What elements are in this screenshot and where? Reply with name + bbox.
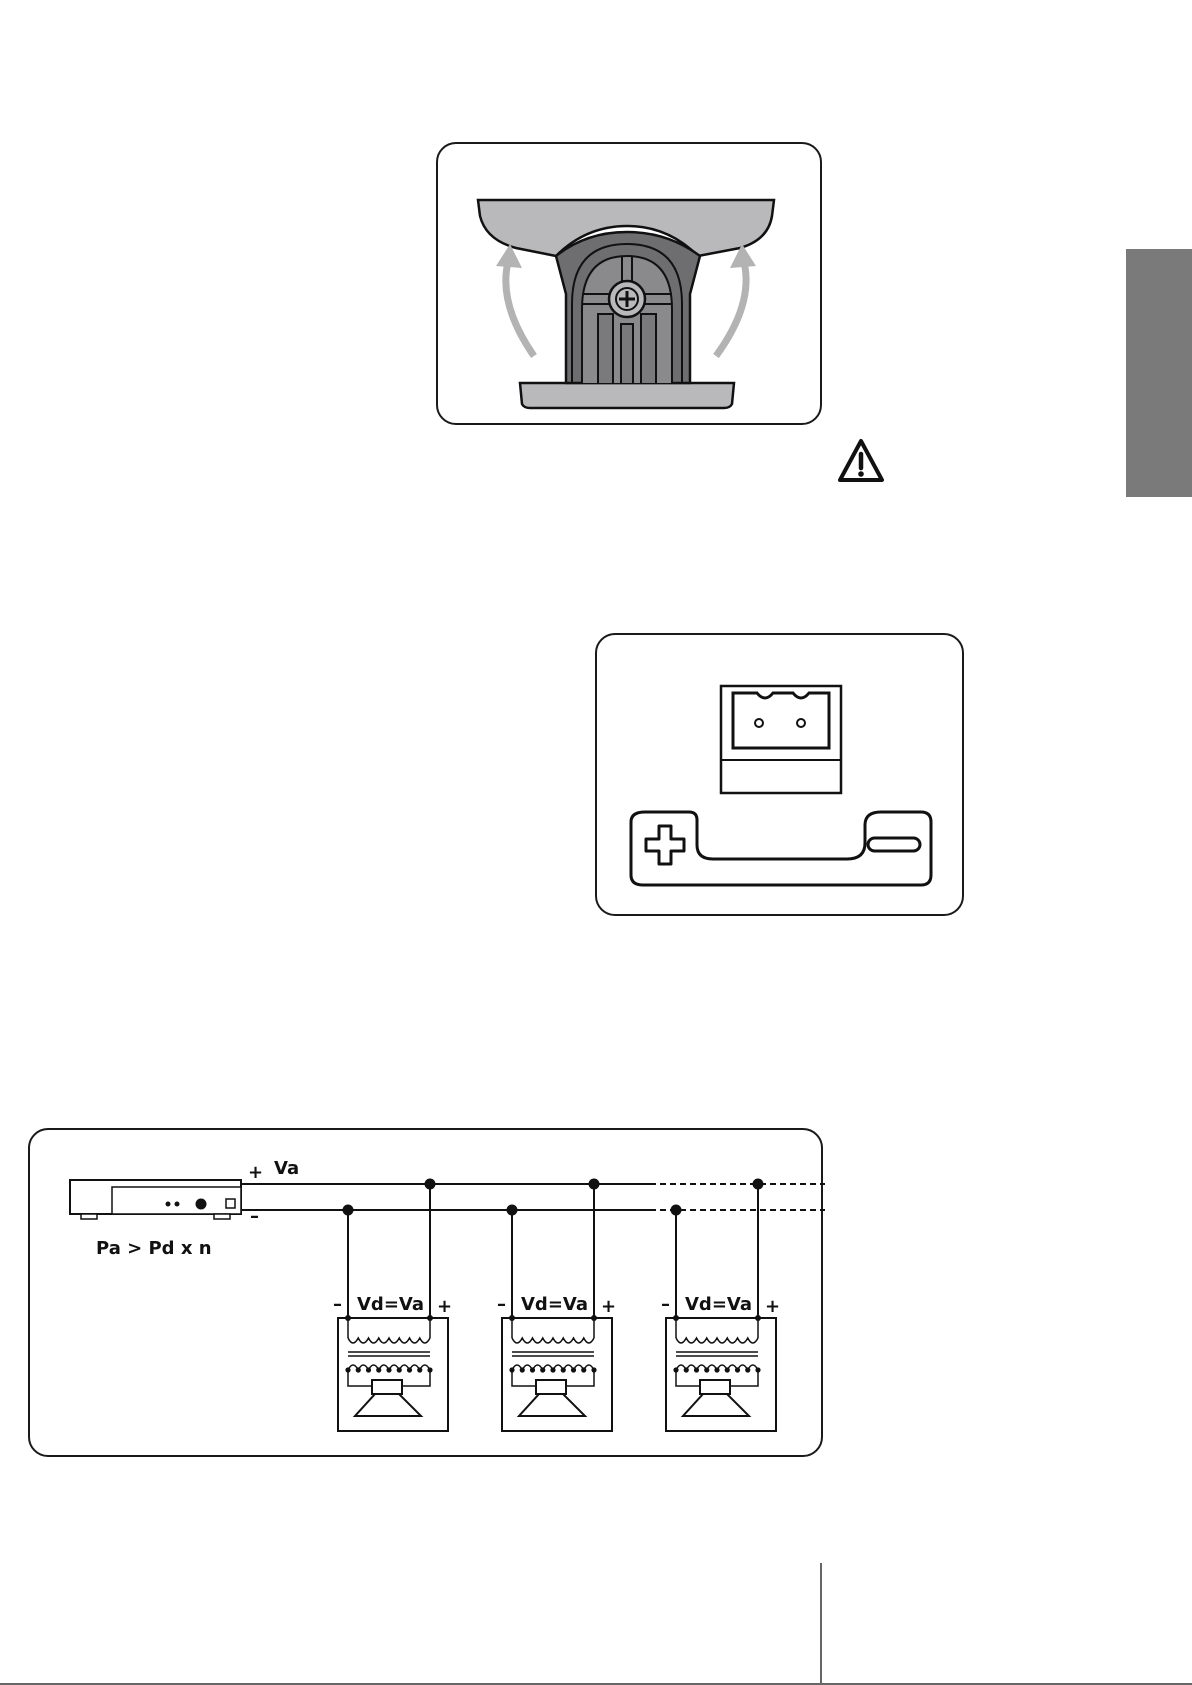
terminal-connector-figure bbox=[595, 633, 964, 916]
bracket-base bbox=[520, 383, 734, 408]
pin-hole bbox=[797, 719, 805, 727]
footer-divider bbox=[820, 1563, 822, 1685]
speaker-plus-sign: + bbox=[765, 1296, 780, 1317]
wiring-diagram-figure: + Va – Pa > Pd x n –Vd=Va+–Vd=Va+–Vd=Va+ bbox=[28, 1128, 823, 1457]
rotate-arrow-left-icon bbox=[506, 262, 534, 356]
pin-hole bbox=[755, 719, 763, 727]
amplifier bbox=[70, 1180, 241, 1219]
bus-lines bbox=[241, 1184, 825, 1210]
terminal-connector-illustration bbox=[597, 635, 966, 918]
rotate-arrow-right-icon bbox=[716, 262, 746, 356]
speaker-minus-sign: – bbox=[333, 1294, 342, 1315]
connector-socket bbox=[733, 693, 829, 748]
speaker-voltage-label: Vd=Va bbox=[685, 1294, 752, 1315]
speaker-unit: –Vd=Va + bbox=[661, 1179, 780, 1432]
speaker-magnet bbox=[536, 1380, 566, 1394]
wiring-diagram: + Va – Pa > Pd x n –Vd=Va+–Vd=Va+–Vd=Va+ bbox=[30, 1130, 825, 1459]
section-tab bbox=[1126, 249, 1192, 497]
speaker-magnet bbox=[700, 1380, 730, 1394]
speaker-magnet bbox=[372, 1380, 402, 1394]
speaker-plus-sign: + bbox=[601, 1296, 616, 1317]
speaker-plus-sign: + bbox=[437, 1296, 452, 1317]
warning-triangle-icon bbox=[836, 437, 886, 485]
speaker-minus-sign: – bbox=[497, 1294, 506, 1315]
speaker-unit: –Vd=Va + bbox=[497, 1179, 616, 1432]
speaker-minus-sign: – bbox=[661, 1294, 670, 1315]
speaker-unit: –Vd=Va + bbox=[333, 1179, 452, 1432]
speaker-units: –Vd=Va+–Vd=Va+–Vd=Va+ bbox=[333, 1179, 780, 1432]
speaker-voltage-label: Vd=Va bbox=[521, 1294, 588, 1315]
line-plus-sign: + bbox=[248, 1162, 263, 1183]
speaker-voltage-label: Vd=Va bbox=[357, 1294, 424, 1315]
mount-bracket-illustration bbox=[438, 144, 824, 427]
mount-bracket-figure bbox=[436, 142, 822, 425]
line-voltage-label: Va bbox=[274, 1158, 299, 1179]
minus-icon bbox=[868, 838, 920, 851]
power-formula: Pa > Pd x n bbox=[96, 1238, 212, 1259]
